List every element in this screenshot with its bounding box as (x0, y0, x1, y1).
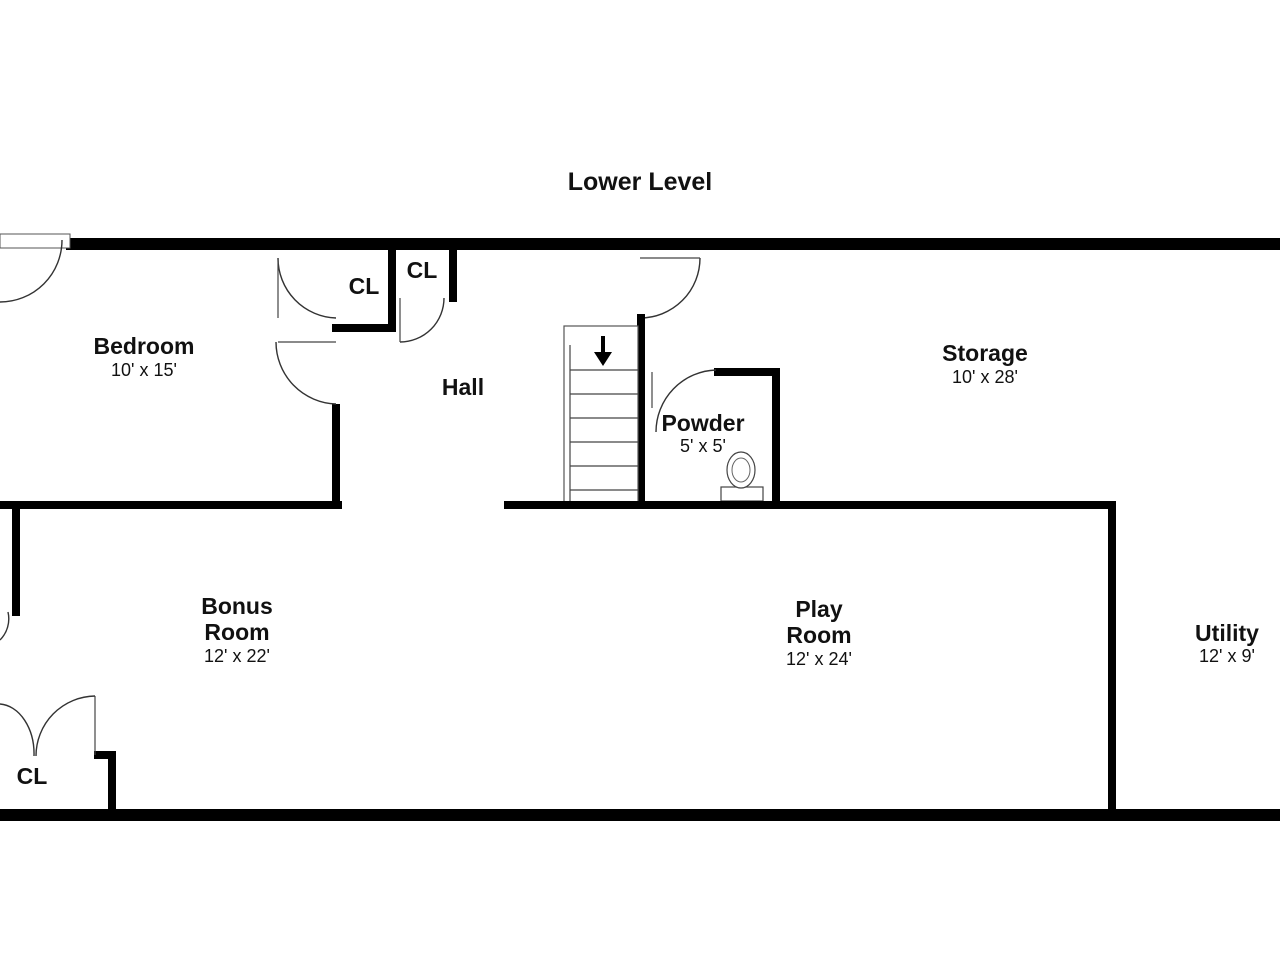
bonus-room-label-line2: Room (204, 619, 270, 645)
powder-door-swing (655, 369, 717, 433)
toilet-bowl-icon (726, 451, 756, 489)
closet3-door-swing-left (0, 703, 35, 757)
utility-label: Utility (1195, 620, 1259, 646)
powder-dimensions: 5' x 5' (680, 436, 726, 456)
closet1-door-swing (277, 257, 337, 319)
toilet-tank (720, 486, 764, 502)
entry-door-swing (0, 239, 63, 303)
closet3-door-swing-right (35, 695, 96, 757)
hall-label: Hall (441, 374, 485, 400)
bedroom-door-swing (275, 341, 337, 405)
utility-dimensions: 12' x 9' (1199, 646, 1255, 666)
bonus-room-dimensions: 12' x 22' (204, 646, 270, 666)
powder-label: Powder (661, 410, 745, 436)
play-room-label-line1: Play (795, 596, 843, 622)
play-room-label-line2: Room (786, 622, 852, 648)
plan-title: Lower Level (567, 168, 713, 196)
storage-label: Storage (942, 340, 1028, 366)
toilet-seat (731, 457, 751, 483)
bonus-door-swing (0, 611, 10, 641)
storage-door-swing (639, 257, 701, 319)
closet1-label: CL (348, 273, 380, 299)
storage-dimensions: 10' x 28' (952, 367, 1018, 387)
closet2-label: CL (406, 257, 438, 283)
play-room-dimensions: 12' x 24' (786, 649, 852, 669)
bedroom-dimensions: 10' x 15' (111, 360, 177, 380)
entry-door-frame (0, 233, 71, 249)
closet2-door-swing (399, 297, 445, 343)
stair-arrow-head-icon (594, 352, 612, 366)
closet3-label: CL (16, 763, 48, 789)
bonus-room-label-line1: Bonus (201, 593, 273, 619)
bedroom-label: Bedroom (93, 333, 195, 359)
